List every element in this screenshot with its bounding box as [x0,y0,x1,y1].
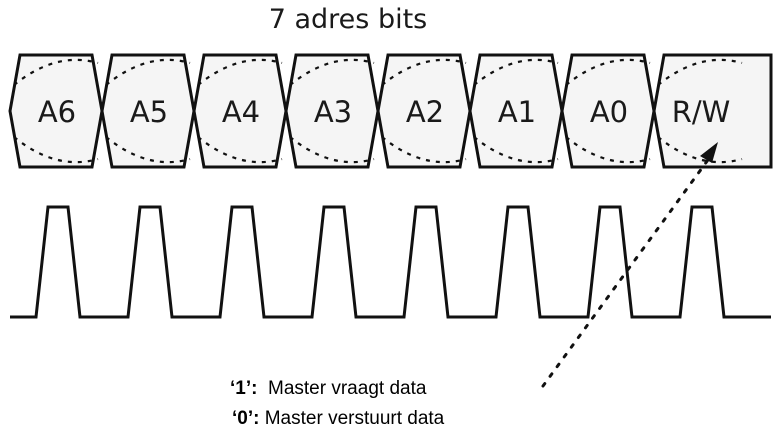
note-read-text: Master vraagt data [257,378,426,399]
bit-label-a3: A3 [314,95,352,129]
rw-pointer-arrowhead [700,142,718,163]
bit-cell-dotted-transition [565,58,651,164]
bit-label-a4: A4 [222,95,260,129]
clock-waveform [10,205,771,319]
bit-label-a1: A1 [498,95,536,129]
bit-cell-a1: A1 [468,53,564,169]
bit-cell-dotted-transition [657,58,743,164]
bit-cell-a5: A5 [100,53,196,169]
bit-label-rw: R/W [672,95,731,129]
bit-cell-outline [376,53,472,169]
bit-cell-outline [560,53,656,169]
note-read-key: ‘1’: [230,378,257,399]
bit-cell-dotted-transition [289,58,375,164]
bit-cell-outline [8,53,104,169]
diagram-title: 7 adres bits [269,4,428,35]
bit-cell-dotted-transition [381,58,467,164]
bit-cell-a6: A6 [8,53,104,169]
bit-cell-rw: R/W [652,53,773,169]
bit-cell-outline [652,53,773,169]
bit-cell-dotted-transition [13,58,99,164]
bit-cell-outline [192,53,288,169]
note-read: ‘1’: Master vraagt data [230,378,427,399]
rw-pointer-arrow [541,142,718,388]
note-write: ‘0’: Master verstuurt data [232,408,445,429]
bit-label-a6: A6 [38,95,76,129]
bit-cell-outline [468,53,564,169]
bit-cell-outline [100,53,196,169]
rw-pointer-line [541,151,715,388]
data-lane: A6 A5 A4 A3 A2 A1 A0 R/W [8,53,773,169]
bit-label-a0: A0 [590,95,628,129]
bit-cell-dotted-transition [473,58,559,164]
bit-label-a2: A2 [406,95,444,129]
bit-cell-dotted-transition [197,58,283,164]
bit-cell-a3: A3 [284,53,380,169]
clock-lane [10,205,771,319]
note-write-key: ‘0’: [232,408,259,429]
bit-cell-a0: A0 [560,53,656,169]
bit-cell-a2: A2 [376,53,472,169]
note-write-text: Master verstuurt data [259,408,444,429]
bit-label-a5: A5 [130,95,168,129]
bit-cell-dotted-transition [105,58,191,164]
bit-cell-a4: A4 [192,53,288,169]
bit-cell-outline [284,53,380,169]
